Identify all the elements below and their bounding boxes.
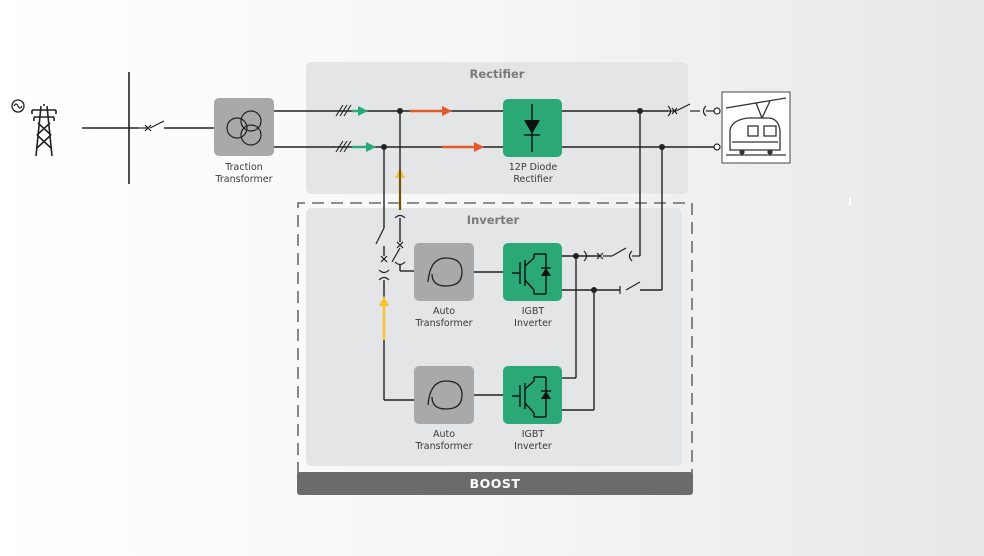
auto-transformer-1-label-2: Transformer: [414, 318, 472, 329]
breaker-icon: [138, 120, 165, 132]
igbt-icon: [512, 376, 551, 418]
boost-dashed-border: [297, 202, 693, 474]
inverter-title: Inverter: [467, 213, 520, 227]
inverter-panel: [306, 208, 682, 466]
auto-transformer-1-label-1: Auto: [433, 306, 455, 317]
rectifier-label-1: 12P Diode: [509, 162, 558, 173]
igbt-inverter-2: [503, 366, 562, 424]
ac-source-icon: [11, 99, 25, 113]
train-icon: [721, 91, 791, 164]
igbt-inverter-1-label-1: IGBT: [522, 306, 545, 317]
autotransformer-icon: [427, 380, 463, 410]
green-arrows: [352, 106, 376, 152]
auto-transformer-2: [414, 366, 474, 424]
igbt-inverter-1: [503, 243, 562, 301]
auto-transformer-2-label-2: Transformer: [414, 441, 472, 452]
boost-bar: [297, 472, 693, 495]
boost-label: BOOST: [470, 476, 521, 491]
breaker-icon: [667, 103, 721, 117]
rectifier-label-2: Rectifier: [513, 174, 552, 185]
orange-arrows: [410, 106, 484, 152]
breaker-icon: [583, 247, 640, 262]
rectifier-title: Rectifier: [470, 67, 525, 81]
traction-transformer: [214, 98, 274, 156]
auto-transformer-1: [414, 243, 474, 301]
traction-transformer-label-1: Traction: [224, 162, 263, 173]
igbt-inverter-2-label-1: IGBT: [522, 429, 545, 440]
traction-transformer-label-2: Transformer: [214, 174, 272, 185]
igbt-icon: [512, 253, 551, 295]
transformer-icon: [226, 110, 262, 146]
igbt-inverter-2-label-2: Inverter: [514, 441, 552, 452]
edge-mark: [849, 197, 851, 205]
rectifier-panel: [306, 62, 688, 194]
three-phase-marks: [335, 104, 352, 153]
diode-icon: [524, 104, 540, 152]
igbt-inverter-1-label-2: Inverter: [514, 318, 552, 329]
autotransformer-icon: [427, 257, 463, 287]
transmission-tower-icon: [31, 104, 57, 157]
auto-transformer-2-label-1: Auto: [433, 429, 455, 440]
